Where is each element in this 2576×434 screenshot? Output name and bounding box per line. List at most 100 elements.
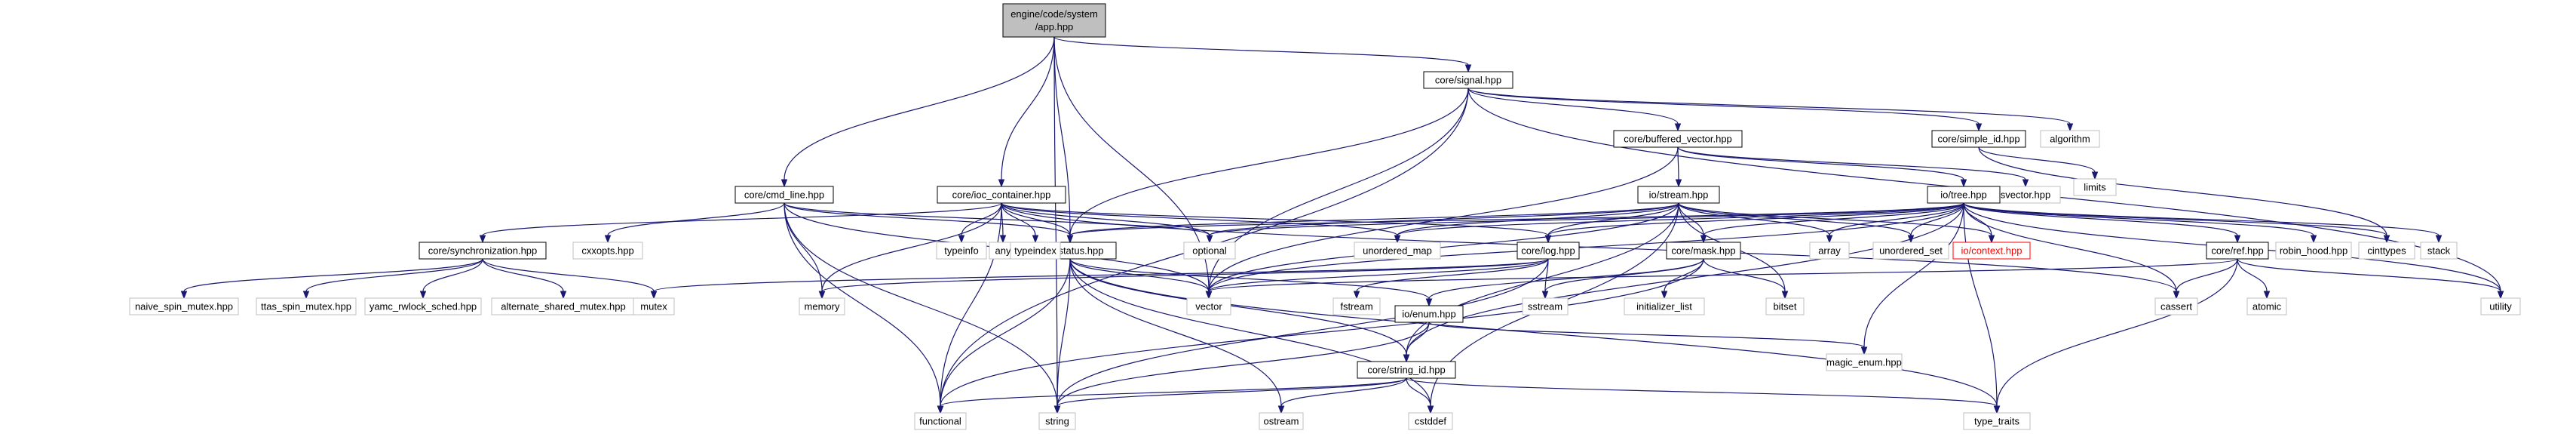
node-label: core/ioc_container.hpp: [952, 189, 1051, 201]
edge-sync-to-alt_shared: [482, 258, 567, 300]
node-io-stream[interactable]: io/stream.hpp: [1637, 186, 1720, 204]
edge-io_enum-to-magic_enum: [1428, 322, 1868, 356]
node-sync[interactable]: core/synchronization.hpp: [419, 242, 547, 260]
node-ref[interactable]: core/ref.hpp: [2206, 242, 2269, 260]
node-label: core/signal.hpp: [1435, 75, 1501, 86]
node-box: [1637, 186, 1720, 204]
arrowhead: [2383, 235, 2390, 244]
node-log[interactable]: core/log.hpp: [1516, 242, 1580, 260]
arrowhead: [1661, 291, 1668, 300]
node-label: functional: [919, 416, 961, 427]
node-label: memory: [805, 301, 840, 312]
node-box: [419, 242, 547, 260]
edge-ref-to-utility: [2237, 258, 2504, 300]
edge-sync-to-naive: [180, 258, 483, 300]
arrowhead: [1425, 298, 1433, 307]
node-cmd-line[interactable]: core/cmd_line.hpp: [734, 186, 834, 204]
node-alt-shared: alternate_shared_mutex.hpp: [491, 297, 636, 315]
node-mask[interactable]: core/mask.hpp: [1666, 242, 1741, 260]
node-app[interactable]: engine/code/system/app.hpp: [1002, 3, 1106, 38]
node-io-enum[interactable]: io/enum.hpp: [1394, 305, 1464, 323]
edges-layer: [180, 36, 2504, 414]
edge-signal-to-buffered_vector: [1467, 88, 1682, 132]
arrowhead: [780, 179, 788, 188]
node-box: [914, 412, 967, 430]
arrowhead: [2435, 235, 2443, 244]
edge-ref-to-type_traits: [1993, 258, 2238, 414]
node-label: core/simple_id.hpp: [1937, 134, 2019, 145]
node-box: [936, 242, 987, 260]
node-label: limits: [2084, 182, 2106, 193]
node-box: [129, 297, 239, 315]
node-box: [1613, 130, 1743, 148]
node-typeinfo: typeinfo: [936, 242, 987, 260]
nodes-layer: engine/code/system/app.hpp core/signal.hp…: [129, 3, 2521, 430]
node-label: core/mask.hpp: [1671, 245, 1735, 257]
node-optional: optional: [1183, 242, 1236, 260]
edge-io_tree-to-optional: [1206, 202, 1964, 244]
node-box: [2358, 242, 2415, 260]
node-box: [1516, 242, 1580, 260]
node-signal[interactable]: core/signal.hpp: [1423, 71, 1513, 89]
node-label: unordered_map: [1363, 245, 1432, 257]
node-box: [1354, 242, 1441, 260]
arrowhead: [1675, 179, 1682, 188]
node-io-context[interactable]: io/context.hpp: [1952, 242, 2031, 260]
arrowhead: [1781, 291, 1789, 300]
edge-io_tree-to-ref: [1963, 202, 2241, 244]
edge-io_tree-to-log: [1544, 202, 1964, 244]
node-label: utility: [2489, 301, 2512, 312]
node-box: [1408, 412, 1453, 430]
node-cassert: cassert: [2154, 297, 2198, 315]
node-buffered-vector[interactable]: core/buffered_vector.hpp: [1613, 130, 1743, 148]
node-box: [1765, 297, 1805, 315]
node-box: [2246, 297, 2287, 315]
node-ostream: ostream: [1259, 412, 1304, 430]
arrowhead: [2173, 291, 2180, 300]
node-cstddef: cstddef: [1408, 412, 1453, 430]
node-ttas: ttas_spin_mutex.hpp: [256, 297, 357, 315]
node-label: core/cmd_line.hpp: [744, 189, 824, 201]
node-label: initializer_list: [1636, 301, 1692, 312]
arrowhead: [2310, 235, 2317, 244]
node-box: [2420, 242, 2458, 260]
edge-ioc-to-functional: [937, 202, 1002, 414]
node-label: io/enum.hpp: [1402, 309, 1456, 320]
edge-io_stream-to-string_id: [1403, 202, 1679, 363]
edge-log-to-mutex: [650, 258, 1549, 300]
node-io-tree[interactable]: io/tree.hpp: [1927, 186, 2001, 204]
node-type-traits: type_traits: [1963, 412, 2031, 430]
node-yamc: yamc_rwlock_sched.hpp: [364, 297, 482, 315]
node-initializer-list: initializer_list: [1624, 297, 1705, 315]
node-label: engine/code/system: [1010, 8, 1098, 20]
arrowhead: [1907, 235, 1915, 244]
edge-mask-to-sstream: [1541, 258, 1704, 300]
edge-log-to-memory: [818, 258, 1549, 300]
node-simple-id[interactable]: core/simple_id.hpp: [1931, 130, 2026, 148]
node-mutex: mutex: [633, 297, 675, 315]
node-ioc[interactable]: core/ioc_container.hpp: [937, 186, 1066, 204]
node-stack: stack: [2420, 242, 2458, 260]
node-label: ttas_spin_mutex.hpp: [261, 301, 351, 312]
edge-io_tree-to-mask: [1700, 202, 1964, 244]
edge-io_tree-to-robin_hood: [1963, 202, 2317, 244]
node-utility: utility: [2480, 297, 2521, 315]
edge-string_id-to-string: [1053, 377, 1407, 414]
arrowhead: [1032, 235, 1039, 244]
edge-ioc-to-sync: [479, 202, 1002, 244]
node-sstream: sstream: [1522, 297, 1569, 315]
node-string: string: [1038, 412, 1076, 430]
node-box: [1010, 242, 1061, 260]
arrowhead: [1464, 64, 1472, 73]
node-string-id[interactable]: core/string_id.hpp: [1357, 361, 1456, 379]
node-cinttypes: cinttypes: [2358, 242, 2415, 260]
node-memory: memory: [799, 297, 845, 315]
node-box: [1522, 297, 1569, 315]
arrowhead: [1988, 235, 1995, 244]
arrowhead: [937, 405, 944, 414]
node-label: magic_enum.hpp: [1826, 357, 1902, 368]
edge-string_id-to-ostream: [1277, 377, 1407, 414]
node-label: cassert: [2160, 301, 2192, 312]
node-label: fstream: [1340, 301, 1372, 312]
edge-io_enum-to-string_id: [1403, 322, 1430, 363]
